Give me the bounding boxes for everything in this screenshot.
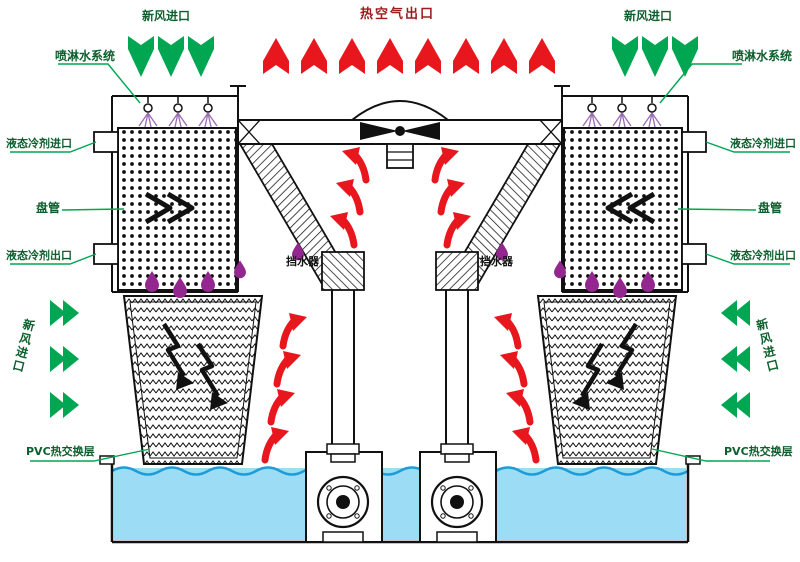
fan-motor-box (386, 143, 414, 169)
spray-nozzles-right (582, 95, 662, 128)
fresh-air-arrows-top-right (612, 36, 698, 77)
left-fill-flow-bolt (162, 322, 186, 378)
water-basin (99, 455, 701, 544)
label-refrigerant-outlet-right: 液态冷剂出口 (730, 249, 796, 262)
spray-nozzles-left (138, 95, 218, 128)
left-fill-section (122, 295, 264, 465)
right-riser-pipe (445, 287, 469, 455)
fan-shroud (351, 100, 449, 121)
left-drift-eliminator (321, 251, 365, 291)
left-coil-flow-arrow (144, 191, 173, 225)
water-surface-wave (111, 466, 689, 476)
right-fill-flow-bolt (614, 322, 638, 378)
right-fill-flow-bolt (580, 342, 604, 398)
hot-air-arrows (263, 38, 555, 74)
left-coil (117, 127, 237, 291)
right-refrigerant-outlet-stub (681, 243, 707, 265)
label-coil-left: 盘管 (36, 201, 61, 215)
right-coil-flow-arrow (605, 191, 634, 225)
right-coil (563, 127, 683, 291)
right-coil-flow-arrow (627, 191, 656, 225)
fresh-air-arrows-top-left (128, 36, 214, 77)
left-coil-flow-arrow (166, 191, 195, 225)
label-refrigerant-outlet-left: 液态冷剂出口 (6, 249, 72, 262)
label-leader-lines (10, 63, 790, 462)
left-riser-pipe (331, 287, 355, 455)
fresh-air-arrows-side-left (50, 300, 79, 418)
fan-assembly (230, 85, 570, 169)
left-refrigerant-outlet-stub (93, 243, 119, 265)
left-fill-flow-bolt (196, 342, 220, 398)
label-refrigerant-inlet-left: 液态冷剂进口 (6, 137, 72, 150)
left-tower-coil-section (93, 86, 239, 293)
right-tower-coil-section (561, 86, 707, 293)
fan-icon (360, 122, 440, 140)
label-fresh-air-inlet-top-left: 新风进口 (142, 9, 191, 23)
right-drift-eliminator (435, 251, 479, 291)
label-fresh-air-inlet-top-right: 新风进口 (624, 9, 673, 23)
left-pump (305, 443, 383, 543)
label-pvc-layer-right: PVC热交换层 (724, 445, 793, 458)
label-spray-water-system-right: 喷淋水系统 (732, 49, 793, 63)
label-coil-right: 盘管 (758, 201, 783, 215)
label-pvc-layer-left: PVC热交换层 (26, 445, 95, 458)
label-refrigerant-inlet-right: 液态冷剂进口 (730, 137, 796, 150)
left-refrigerant-inlet-stub (93, 131, 119, 153)
right-refrigerant-inlet-stub (681, 131, 707, 153)
label-hot-air-outlet: 热空气出口 (360, 7, 436, 22)
fresh-air-arrows-side-right (721, 300, 750, 418)
label-drift-eliminator-right: 挡水器 (480, 255, 513, 268)
label-drift-eliminator-left: 挡水器 (286, 255, 319, 268)
label-spray-water-system-left: 喷淋水系统 (55, 49, 116, 63)
right-pump (419, 443, 497, 543)
right-fill-section (536, 295, 678, 465)
